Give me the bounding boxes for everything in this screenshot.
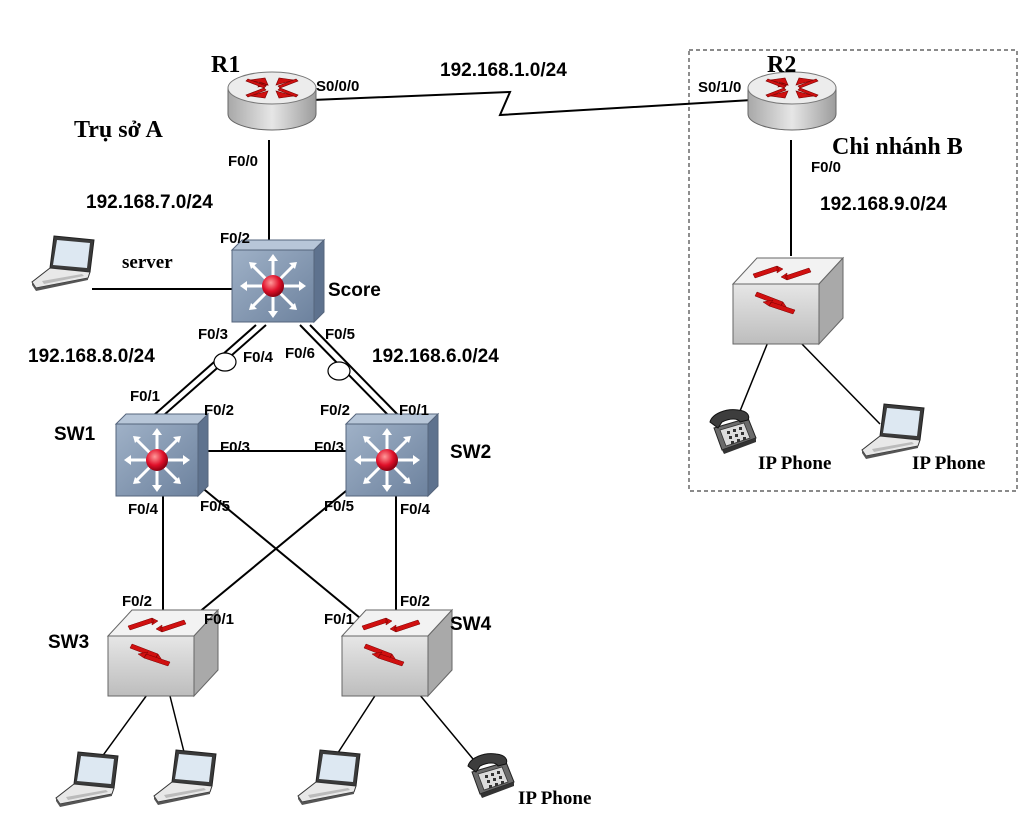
port-label: S0/1/0: [698, 79, 741, 96]
port-label: F0/2: [320, 402, 350, 419]
port-label: F0/1: [204, 611, 234, 628]
branch-switch-icon[interactable]: [732, 255, 844, 347]
link-sw2-sw3: [191, 485, 353, 619]
link-sw3-laptop2: [167, 687, 187, 761]
pc-laptop-icon[interactable]: [297, 749, 361, 806]
router-r1-icon[interactable]: [227, 71, 317, 131]
link-branch-switch-laptop: [799, 341, 881, 425]
device-label-r1: R1: [211, 52, 240, 78]
port-label: F0/5: [325, 326, 355, 343]
port-label: F0/4: [243, 349, 274, 366]
link-sw4-laptop: [331, 687, 381, 763]
device-label-ip-phone: IP Phone: [518, 788, 591, 809]
device-label-server: server: [122, 252, 173, 273]
network-label-sw1: 192.168.8.0/24: [28, 346, 155, 367]
port-label: F0/3: [198, 326, 228, 343]
device-label-sw4: SW4: [450, 614, 492, 635]
network-label-sw2: 192.168.6.0/24: [372, 346, 499, 367]
score-switch-icon[interactable]: [230, 238, 326, 324]
port-label: S0/0/0: [316, 78, 359, 95]
port-label: F0/4: [128, 501, 159, 518]
link-score-sw2-b: [309, 324, 399, 416]
branch-b-area: [688, 49, 1018, 492]
etherchannel-sw2-marker: [327, 361, 351, 381]
device-label-r2: R2: [767, 52, 796, 78]
port-label: F0/4: [400, 501, 431, 518]
site-b-label: Chi nhánh B: [832, 134, 963, 160]
device-label-ip-phone: IP Phone: [912, 453, 985, 474]
server-laptop-icon[interactable]: [31, 235, 95, 292]
sw1-switch-icon[interactable]: [114, 412, 210, 498]
etherchannel-sw1-marker: [213, 352, 237, 372]
port-label: F0/5: [324, 498, 354, 515]
device-label-sw2: SW2: [450, 442, 491, 463]
ip-phone-icon[interactable]: [467, 753, 515, 799]
port-label: F0/1: [130, 388, 160, 405]
device-label-sw1: SW1: [54, 424, 96, 445]
pc-laptop-icon[interactable]: [861, 403, 925, 460]
pc-laptop-icon[interactable]: [55, 751, 119, 808]
port-label: F0/6: [285, 345, 315, 362]
links: [92, 90, 881, 766]
pc-laptop-icon[interactable]: [153, 749, 217, 806]
port-label: F0/1: [399, 402, 429, 419]
link-sw3-laptop1: [95, 687, 153, 766]
site-a-label: Trụ sở A: [74, 117, 164, 143]
device-label-ip-phone: IP Phone: [758, 453, 831, 474]
link-sw4-phone: [413, 687, 479, 766]
link-score-sw1-a: [153, 324, 257, 416]
wan-serial-link: [311, 90, 753, 117]
port-label: F0/0: [228, 153, 258, 170]
ip-phone-icon[interactable]: [709, 409, 757, 455]
link-sw1-sw4: [199, 485, 361, 619]
sw2-switch-icon[interactable]: [344, 412, 440, 498]
sw4-switch-icon[interactable]: [341, 607, 453, 699]
port-label: F0/1: [324, 611, 354, 628]
port-label: F0/2: [204, 402, 234, 419]
device-label-sw3: SW3: [48, 632, 89, 653]
network-label-r2-lan: 192.168.9.0/24: [820, 194, 947, 215]
port-label: F0/2: [400, 593, 430, 610]
router-r2-icon[interactable]: [747, 71, 837, 131]
port-label: F0/0: [811, 159, 841, 176]
port-label: F0/2: [122, 593, 152, 610]
network-label-r1-lan: 192.168.7.0/24: [86, 192, 213, 213]
port-label: F0/3: [314, 439, 344, 456]
link-score-sw1-b: [163, 324, 267, 416]
network-label-wan: 192.168.1.0/24: [440, 60, 567, 81]
port-label: F0/3: [220, 439, 250, 456]
sw3-switch-icon[interactable]: [107, 607, 219, 699]
device-label-score: Score: [328, 280, 381, 301]
port-label: F0/2: [220, 230, 250, 247]
link-branch-switch-phone: [737, 341, 769, 417]
port-label: F0/5: [200, 498, 230, 515]
